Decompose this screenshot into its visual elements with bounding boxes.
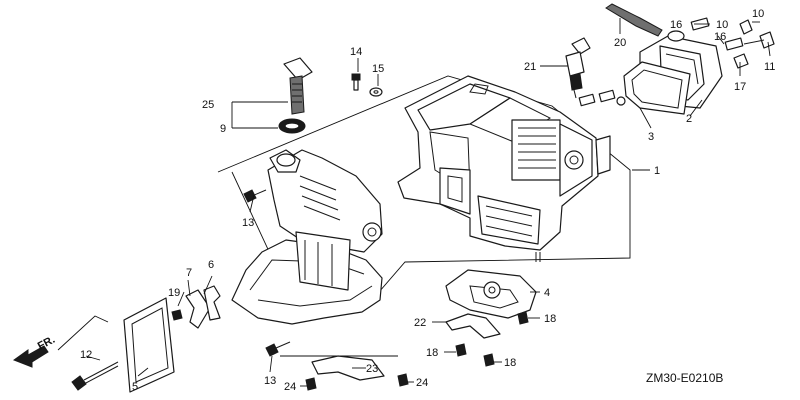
callout-17: 17 <box>734 81 746 93</box>
front-arrow-icon <box>12 345 49 368</box>
leader-lines <box>85 18 771 387</box>
callout-4: 4 <box>544 287 550 299</box>
crankcase-cover[interactable] <box>231 149 383 325</box>
callout-18-upper: 18 <box>544 313 556 325</box>
breather-tube[interactable] <box>605 3 663 37</box>
callout-15: 15 <box>372 63 384 75</box>
callout-10-top: 10 <box>752 8 764 20</box>
callout-24-right: 24 <box>416 377 428 389</box>
callout-12: 12 <box>80 349 92 361</box>
front-direction-marker: FR. <box>12 334 57 368</box>
dowel-pin-pair[interactable] <box>578 89 626 107</box>
bracket-22[interactable] <box>445 313 501 339</box>
callout-18-lower: 18 <box>504 357 516 369</box>
head-cover-gasket[interactable] <box>623 61 691 115</box>
bolt-13-lower[interactable] <box>265 341 291 357</box>
callout-20: 20 <box>614 37 626 49</box>
callout-9: 9 <box>220 123 226 135</box>
oil-level-gauge[interactable] <box>283 57 313 115</box>
breather-separator[interactable] <box>185 289 211 329</box>
callout-22: 22 <box>414 317 426 329</box>
front-label: FR. <box>36 334 57 353</box>
governor-holder-plate[interactable] <box>445 269 537 319</box>
bolt-18-left[interactable] <box>455 343 467 357</box>
breather-reed[interactable] <box>203 285 221 321</box>
bolt-18-right-lower[interactable] <box>483 353 495 367</box>
bolt-12[interactable] <box>71 361 119 391</box>
callout-21: 21 <box>524 61 536 73</box>
bolt-24-left[interactable] <box>305 377 317 391</box>
lower-assembly-outline <box>57 315 109 351</box>
callout-3: 3 <box>648 131 654 143</box>
callout-1: 1 <box>654 165 660 177</box>
callout-10-mid: 10 <box>716 19 728 31</box>
callout-16-top: 16 <box>670 19 682 31</box>
callout-13-upper: 13 <box>242 217 254 229</box>
bolt-13-upper[interactable] <box>243 189 267 203</box>
callout-7: 7 <box>186 267 192 279</box>
callout-labels: 1 2 3 4 5 6 7 9 10 10 11 12 13 13 14 15 … <box>80 8 775 393</box>
callout-25: 25 <box>202 99 214 111</box>
callout-6: 6 <box>208 259 214 271</box>
callout-16-right: 16 <box>714 31 726 43</box>
callout-2: 2 <box>686 113 692 125</box>
oil-gauge-o-ring[interactable] <box>278 118 306 134</box>
callout-18-left: 18 <box>426 347 438 359</box>
callout-5: 5 <box>132 381 138 393</box>
callout-14: 14 <box>350 46 362 58</box>
breather-cover-plate[interactable] <box>123 297 175 393</box>
spark-plug[interactable] <box>565 37 591 99</box>
callout-11: 11 <box>764 61 775 73</box>
bolt-18-right-upper[interactable] <box>517 311 529 325</box>
dowel-pins-top[interactable] <box>690 17 744 51</box>
bolt-14[interactable] <box>351 73 361 91</box>
washer-15[interactable] <box>369 87 383 97</box>
callout-24-left: 24 <box>284 381 296 393</box>
callout-13-lower: 13 <box>264 375 276 387</box>
cylinder-block[interactable] <box>397 75 611 262</box>
callout-23: 23 <box>366 363 378 375</box>
screw-19[interactable] <box>171 309 183 321</box>
drawing-code: ZM30-E0210B <box>646 371 723 385</box>
callout-19: 19 <box>168 287 180 299</box>
bolt-24-right[interactable] <box>397 373 409 387</box>
bracket-23[interactable] <box>311 355 385 381</box>
head-bolts[interactable] <box>733 19 775 69</box>
